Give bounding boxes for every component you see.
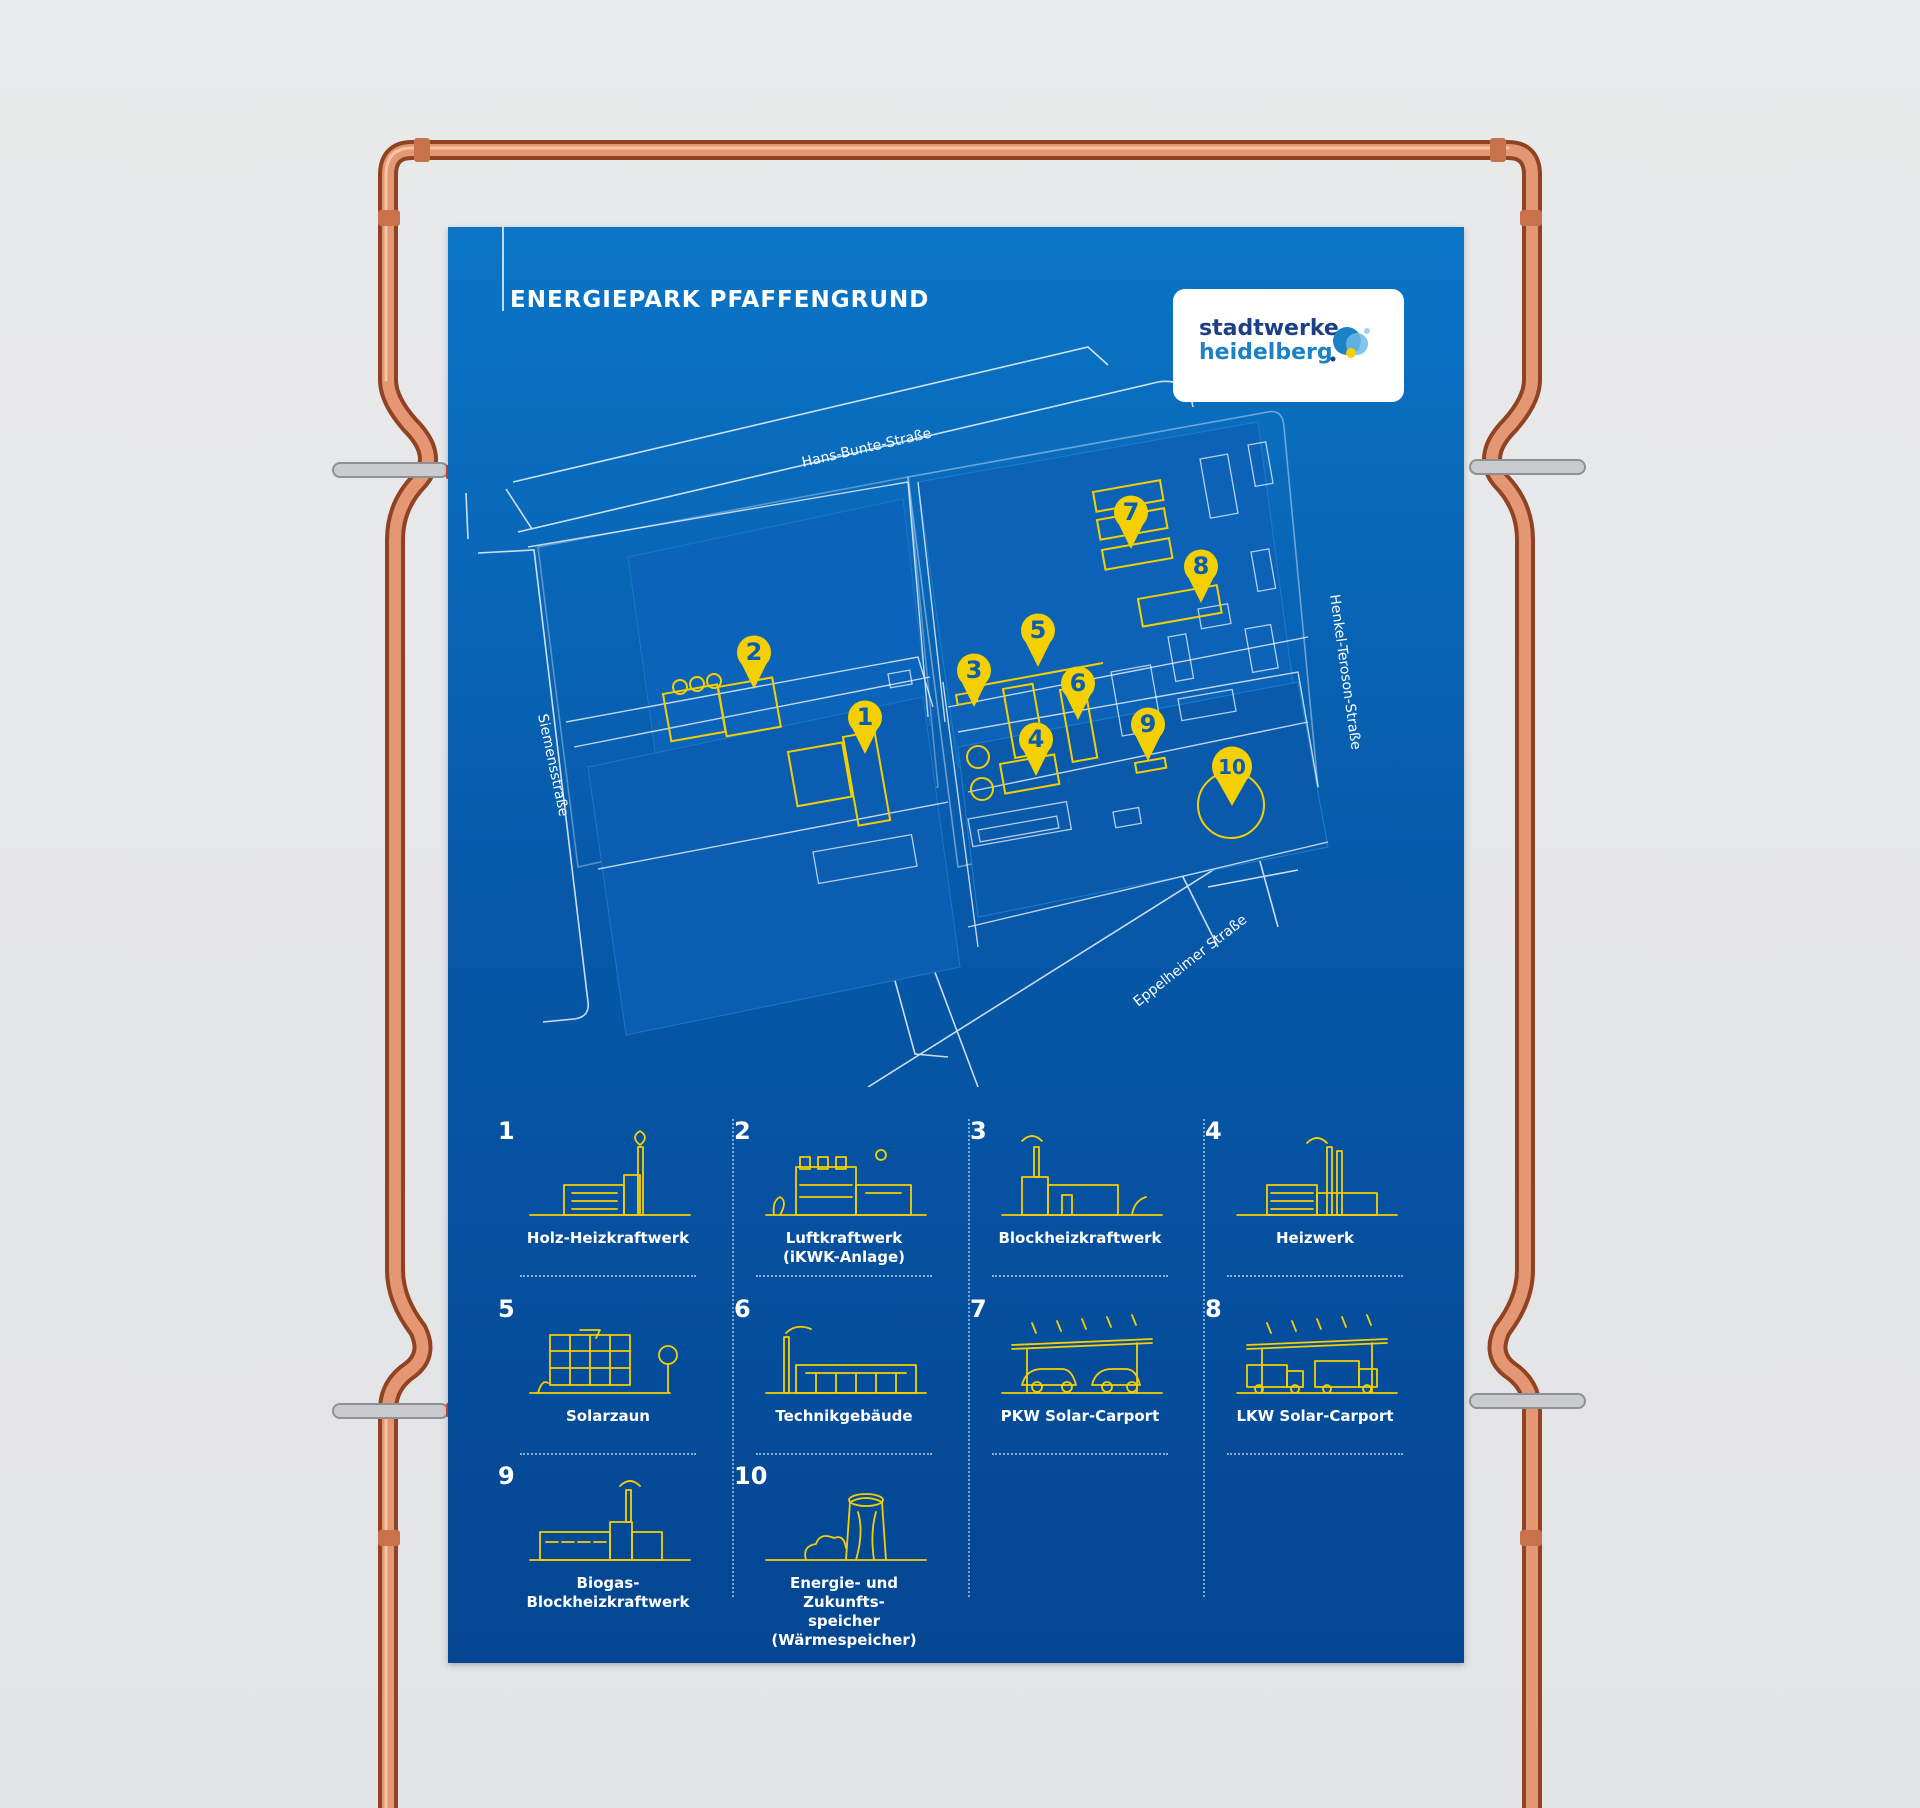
map-pin-7[interactable]: 7 bbox=[1114, 495, 1148, 549]
clamp-right-top bbox=[1444, 459, 1586, 475]
legend-number: 4 bbox=[1205, 1117, 1222, 1145]
legend-divider bbox=[756, 1453, 932, 1455]
legend-separator bbox=[1203, 1119, 1205, 1597]
map-pin-10[interactable]: 10 bbox=[1212, 746, 1252, 806]
poster-title: ENERGIEPARK PFAFFENGRUND bbox=[510, 287, 930, 313]
heating-plant-icon bbox=[1236, 1137, 1398, 1216]
air-plant-icon bbox=[765, 1149, 927, 1216]
clamp-left-bottom bbox=[332, 1403, 460, 1419]
logo-bubbles-icon bbox=[1330, 327, 1370, 362]
map-pin-label: 4 bbox=[1028, 725, 1045, 753]
map-pin-label: 5 bbox=[1030, 616, 1047, 644]
map-pin-label: 6 bbox=[1070, 669, 1087, 697]
map-pin-label: 10 bbox=[1218, 755, 1246, 779]
map-pin-5[interactable]: 5 bbox=[1020, 613, 1055, 667]
logo-line-1: stadtwerke bbox=[1199, 316, 1339, 341]
wood-plant-icon bbox=[529, 1130, 691, 1216]
legend-divider bbox=[520, 1275, 696, 1277]
legend-number: 6 bbox=[734, 1295, 751, 1323]
biogas-plant-icon bbox=[529, 1480, 691, 1561]
heat-storage-icon bbox=[765, 1493, 927, 1561]
map-pins: 1 2 3 4 56 7 8 9 10 bbox=[737, 495, 1252, 806]
map-pin-label: 3 bbox=[966, 656, 983, 684]
solar-fence-icon bbox=[529, 1329, 678, 1394]
legend-label: Biogas- Blockheizkraftwerk bbox=[526, 1574, 690, 1611]
legend-divider bbox=[520, 1453, 696, 1455]
technical-building-icon bbox=[765, 1325, 927, 1394]
legend-number: 9 bbox=[498, 1462, 515, 1490]
legend-number: 1 bbox=[498, 1117, 515, 1145]
stadtwerke-logo: stadtwerke heidelberg bbox=[1173, 289, 1404, 402]
legend-divider bbox=[1227, 1275, 1403, 1277]
legend-number: 10 bbox=[734, 1462, 768, 1490]
logo-line-2: heidelberg bbox=[1199, 340, 1333, 365]
legend-divider bbox=[992, 1453, 1168, 1455]
street-label-south: Eppelheimer Straße bbox=[1131, 912, 1250, 1010]
legend-label: Holz-Heizkraftwerk bbox=[526, 1229, 690, 1247]
legend-number: 5 bbox=[498, 1295, 515, 1323]
legend-label: Energie- und Zukunfts- speicher (Wärmesp… bbox=[771, 1574, 917, 1649]
legend-number: 8 bbox=[1205, 1295, 1222, 1323]
legend-divider bbox=[992, 1275, 1168, 1277]
legend-divider bbox=[1227, 1453, 1403, 1455]
map-pin-label: 9 bbox=[1140, 710, 1157, 738]
street-label-east: Henkel-Teroson-Straße bbox=[1326, 593, 1364, 750]
map-pin-9[interactable]: 9 bbox=[1131, 707, 1165, 761]
legend-separator bbox=[968, 1119, 970, 1597]
map-pin-2[interactable]: 2 bbox=[737, 635, 771, 689]
legend-number: 3 bbox=[970, 1117, 987, 1145]
legend-number: 2 bbox=[734, 1117, 751, 1145]
legend-divider bbox=[756, 1275, 932, 1277]
map-pin-1[interactable]: 1 bbox=[848, 700, 882, 754]
map-pin-label: 7 bbox=[1123, 498, 1140, 526]
clamp-left-top bbox=[332, 462, 460, 479]
car-carport-icon bbox=[1001, 1314, 1163, 1394]
truck-carport-icon bbox=[1236, 1314, 1398, 1394]
chp-plant-icon bbox=[1001, 1135, 1163, 1216]
legend-label: Technikgebäude bbox=[775, 1407, 913, 1425]
legend-separator bbox=[732, 1119, 734, 1597]
legend-label: Solarzaun bbox=[566, 1407, 650, 1425]
map-pin-label: 1 bbox=[857, 703, 874, 731]
map-pin-8[interactable]: 8 bbox=[1184, 549, 1218, 603]
energy-park-poster: ENERGIEPARK PFAFFENGRUND stadtwerke heid… bbox=[448, 227, 1464, 1663]
legend-label: LKW Solar-Carport bbox=[1236, 1407, 1394, 1425]
map-pin-label: 2 bbox=[746, 638, 763, 666]
map-pin-3[interactable]: 3 bbox=[957, 653, 991, 707]
clamp-right-bottom bbox=[1444, 1393, 1586, 1409]
map-pin-6[interactable]: 6 bbox=[1061, 666, 1095, 720]
legend-label: Heizwerk bbox=[1275, 1229, 1354, 1247]
legend-label: Blockheizkraftwerk bbox=[998, 1229, 1162, 1247]
legend-number: 7 bbox=[970, 1295, 987, 1323]
legend-label: PKW Solar-Carport bbox=[1000, 1407, 1160, 1425]
title-rule bbox=[502, 227, 504, 311]
legend-label: Luftkraftwerk (iKWK-Anlage) bbox=[782, 1229, 906, 1266]
map-pin-label: 8 bbox=[1193, 552, 1210, 580]
street-label-north: Hans-Bunte-Straße bbox=[800, 426, 933, 471]
map-pin-4[interactable]: 4 bbox=[1019, 722, 1053, 776]
